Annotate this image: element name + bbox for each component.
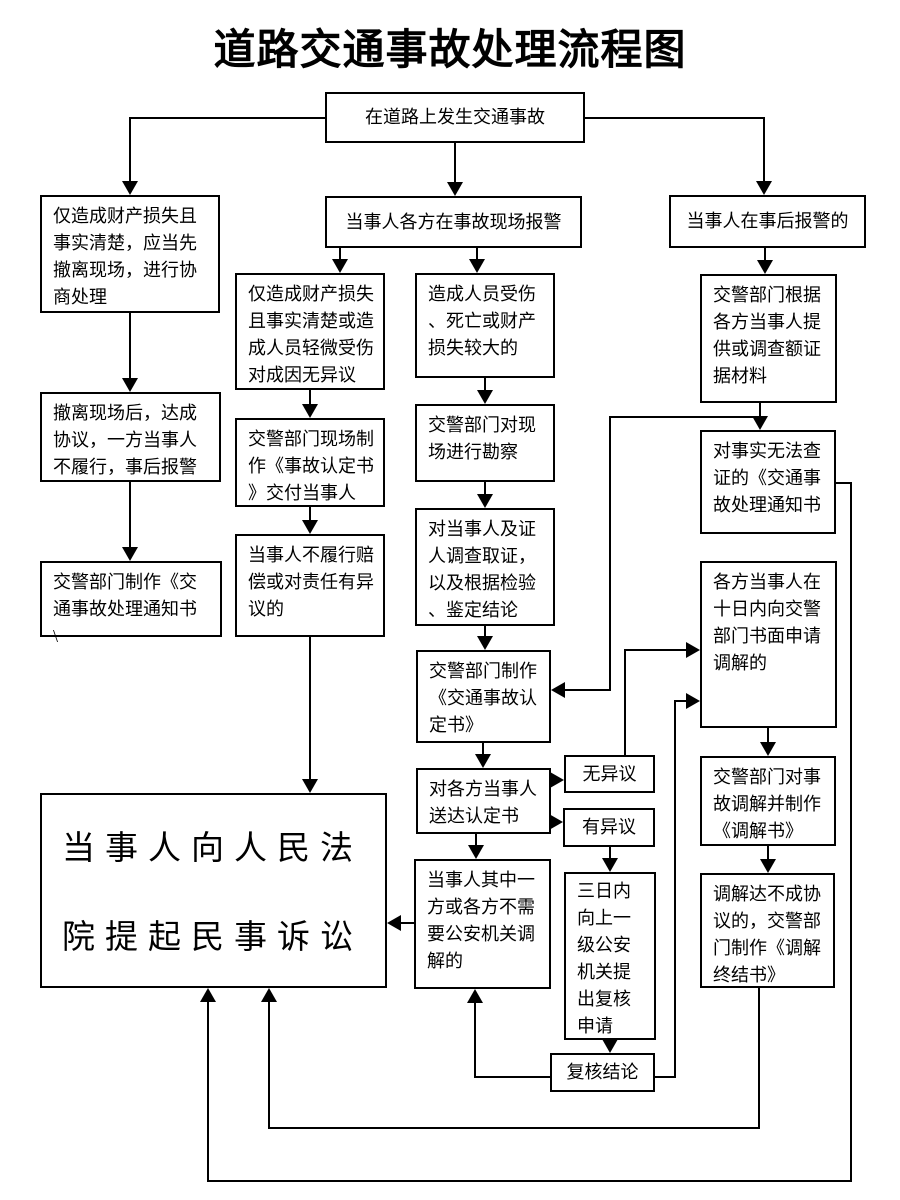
edge-start-m1-v [454,143,456,183]
node-police-notice-left: 交警部门制作《交 通事故处理通知书 \ [40,561,222,646]
node-review-conclusion: 复核结论 [550,1053,655,1092]
arrowhead-down-icon [760,859,776,873]
node-start: 在道路上发生交通事故 [325,92,585,143]
edge-c3c-c3d [484,626,486,637]
edge-l2-l3 [129,482,131,548]
edge-c3d-c3e [482,743,484,755]
edge-r4-r5 [767,728,769,742]
edge-result-c3f-v [474,1001,476,1078]
edge-l1-l2 [129,313,131,379]
arrowhead-right-icon [686,693,700,709]
edge-r1-r2 [764,248,766,261]
edge-result-c3f-h [475,1076,550,1078]
edge-start-l1-v [129,117,131,182]
arrowhead-down-icon [122,181,138,195]
arrowhead-left-icon [551,682,565,698]
arrowhead-up-icon [200,988,216,1002]
edge-m1-c3a [476,248,478,260]
edge-c2a-c2b [309,390,311,405]
edge-result-r4-h2 [674,700,687,702]
edge-r3-court-v1 [850,482,852,1182]
edge-result-r4-v [674,701,676,1078]
edge-c3a-c3b [484,378,486,391]
arrowhead-up-icon [261,988,277,1002]
arrowhead-down-icon [477,636,493,650]
edge-noobj-r4-v [624,650,626,755]
edge-start-r1-v [763,117,765,182]
arrowhead-down-icon [302,520,318,534]
node-evidence-materials: 交警部门根据 各方当事人提 供或调查额证 据材料 [700,274,837,403]
edge-c2c-court [309,637,311,780]
edge-noobj-r4-h [624,649,686,651]
arrowhead-down-icon [756,181,772,195]
edge-r2-c3d-h [610,416,760,418]
edge-start-l1-h [129,117,325,119]
node-minor-loss-no-dispute: 仅造成财产损失 且事实清楚或造 成人员轻微受伤 对成因无异议 [235,273,385,390]
arrowhead-down-icon [332,259,348,273]
arrowhead-down-icon [468,845,484,859]
edge-r3-court-h2 [207,1180,852,1182]
node-civil-lawsuit: 当事人向人民法 院提起民事诉讼 [40,793,387,988]
arrowhead-down-icon [469,259,485,273]
node-review-application: 三日内 向上一 级公安 机关提 出复核 申请 [564,872,656,1040]
arrowhead-down-icon [447,182,463,196]
edge-r5-r6 [767,846,769,859]
node-no-objection: 无异议 [564,755,655,793]
edge-start-r1-h [585,117,765,119]
edge-r6-court-h [268,1127,760,1129]
arrowhead-right-icon [550,772,564,788]
edge-r2-c3d-v [609,416,611,690]
edge-r2-r3 [759,403,761,417]
node-onsite-accident-letter: 交警部门现场制 作《事故认定书 》交付当事人 [235,418,385,507]
node-no-mediation-needed: 当事人其中一 方或各方不需 要公安机关调 解的 [414,859,551,989]
node-mediation-letter: 交警部门对事 故调解并制作 《调解书》 [700,756,836,846]
node-agreement-not-performed: 撤离现场后，达成 协议，一方当事人 不履行，事后报警 [40,392,221,482]
node-mediation-failed-letter: 调解达不成协 议的，交警部 门制作《调解 终结书》 [700,873,835,988]
edge-c3f-court [399,922,414,924]
edge-r2-c3d-h2 [565,689,611,691]
edge-m1-c2a [339,248,341,260]
arrowhead-down-icon [477,494,493,508]
edge-c2b-c2c [309,507,311,521]
arrowhead-right-icon [549,814,563,830]
arrowhead-down-icon [760,742,776,756]
node-report-afterwards: 当事人在事后报警的 [669,195,866,248]
node-accident-determination-letter: 交警部门制作 《交通事故认 定书》 [416,650,551,743]
edge-r6-court-v2 [268,1000,270,1129]
node-investigation-evidence: 对当事人及证 人调查取证， 以及根据检验 、鉴定结论 [415,508,555,626]
edge-objection-review [609,847,611,859]
edge-r6-court-v1 [758,988,760,1129]
arrowhead-up-icon [467,989,483,1003]
node-serve-determination: 对各方当事人 送达认定书 [416,768,551,834]
node-mediation-application: 各方当事人在 十日内向交警 部门书面申请 调解的 [700,561,837,728]
node-property-loss-clear-facts: 仅造成财产损失且 事实清楚，应当先 撤离现场，进行协 商处理 [40,195,220,313]
arrowhead-down-icon [122,378,138,392]
node-scene-survey: 交警部门对现 场进行勘察 [415,404,555,482]
edge-r3-court-h1 [836,482,852,484]
node-report-at-scene: 当事人各方在事故现场报警 [325,196,582,248]
arrowhead-down-icon [302,404,318,418]
arrowhead-down-icon [602,1039,618,1053]
edge-r3-court-v2 [207,1000,209,1182]
arrowhead-down-icon [477,390,493,404]
arrowhead-down-icon [475,754,491,768]
arrowhead-down-icon [757,260,773,274]
page-title: 道路交通事故处理流程图 [213,26,687,73]
arrowhead-down-icon [122,547,138,561]
edge-c3b-c3c [484,482,486,495]
arrowhead-down-icon [602,858,618,872]
arrowhead-right-icon [686,642,700,658]
arrowhead-down-icon [302,779,318,793]
node-objection: 有异议 [563,808,655,847]
arrowhead-left-icon [387,915,401,931]
node-facts-unverifiable-notice: 对事实无法查 证的《交通事 故处理通知书 [700,430,836,534]
edge-c3e-c3f [475,834,477,846]
edge-result-r4-h1 [655,1076,676,1078]
node-no-compensation-or-dispute: 当事人不履行赔 偿或对责任有异 议的 [235,534,385,637]
node-injury-death-heavy-loss: 造成人员受伤 、死亡或财产 损失较大的 [415,273,555,378]
arrowhead-down-icon [752,416,768,430]
